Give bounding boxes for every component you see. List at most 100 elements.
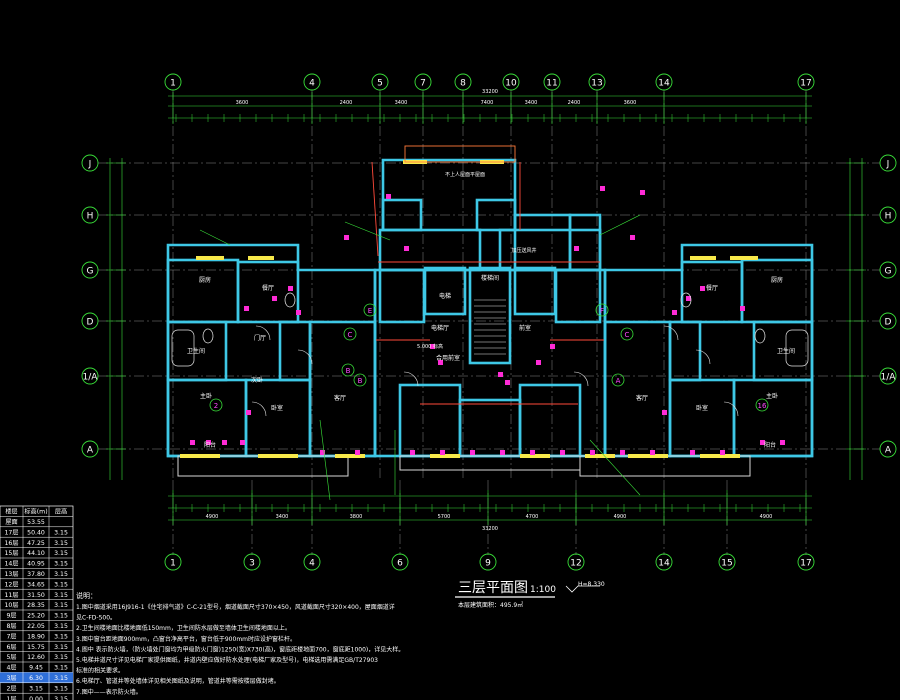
red-line [371, 161, 379, 257]
axis-bubble [797, 553, 815, 571]
bathtub [171, 329, 195, 367]
room-label: 客厅 [636, 394, 648, 402]
table-cell: 53.55 [27, 519, 45, 526]
dim-segment-top: 2400 [340, 100, 353, 106]
axis-label: 1 [170, 559, 176, 569]
fixture [574, 246, 579, 251]
unit-marker [363, 303, 377, 317]
note-line: 6.电梯厅、管道井等处墙体详见相关图纸及说明，管道井等需按楼层做封堵。 [76, 677, 280, 685]
axis-label: 8 [460, 79, 466, 89]
fixture [240, 440, 245, 445]
table-cell: 11层 [4, 592, 18, 599]
dim-segment-top: 2400 [568, 100, 581, 106]
window [628, 454, 668, 458]
right-kitchen [740, 258, 814, 324]
room-label: 合用前室 [436, 354, 460, 362]
axis-bubble [243, 553, 261, 571]
axis-label: 3 [249, 559, 255, 569]
table-cell: 3.15 [54, 685, 68, 692]
note-line: 7.图中——表示防火墙。 [76, 688, 142, 696]
table-cell: 3.15 [54, 550, 68, 557]
fixture [720, 450, 725, 455]
axis-label: 15 [721, 559, 732, 569]
table-cell: 12.60 [27, 654, 45, 661]
fixture [700, 286, 705, 291]
right-balcony [579, 455, 751, 477]
room-label: 电梯厅 [431, 324, 449, 332]
axis-label: H [885, 212, 892, 222]
dim-segment-bottom: 4900 [614, 514, 627, 520]
axis-label: 1/A [83, 373, 99, 383]
axis-bubble [879, 261, 897, 279]
axis-label: 4 [309, 79, 315, 89]
table-cell: 3.15 [29, 685, 43, 692]
leader-line [344, 221, 391, 241]
fixture [498, 372, 503, 377]
axis-bubble [655, 73, 673, 91]
axis-label: 9 [485, 559, 491, 569]
table-cell: 层高 [55, 508, 67, 516]
axis-label: 1/A [881, 373, 897, 383]
leader-line [589, 439, 641, 496]
unit-marker-label: C [348, 331, 353, 339]
axis-bubble [454, 73, 472, 91]
north-wing [381, 158, 517, 230]
table-cell: 8层 [6, 623, 16, 630]
leader-line [319, 419, 331, 501]
axis-label: D [87, 318, 94, 328]
window [258, 454, 298, 458]
window [520, 454, 550, 458]
door-swing [255, 325, 271, 341]
fixture [386, 194, 391, 199]
table-cell: 3.15 [54, 654, 68, 661]
axis-label: A [885, 446, 892, 456]
elevator-label: 电梯 [439, 292, 451, 300]
unit-marker [755, 398, 769, 412]
room-label: 卧室 [696, 404, 708, 412]
left-living [308, 320, 377, 458]
table-cell: 25.20 [27, 613, 45, 620]
room-label: 餐厅 [706, 284, 718, 292]
core-room-right [554, 268, 602, 324]
fixture [430, 344, 435, 349]
dim-segment-bottom: 3800 [350, 514, 363, 520]
fixture [320, 450, 325, 455]
table-cell: 34.65 [27, 581, 45, 588]
axis-label: G [885, 267, 892, 277]
window [248, 256, 274, 260]
left-dining [236, 260, 300, 324]
table-cell: 0.00 [29, 696, 43, 700]
toilet [202, 328, 214, 344]
table-cell: 3.15 [54, 696, 68, 700]
fixture [404, 246, 409, 251]
axis-bubble [879, 367, 897, 385]
dim-segment-bottom: 4900 [206, 514, 219, 520]
leader-line [599, 214, 641, 236]
axis-bubble [303, 553, 321, 571]
unit-marker-label: C [625, 331, 630, 339]
window [730, 256, 758, 260]
dim-segment-bottom: 4900 [760, 514, 773, 520]
fixture [686, 296, 691, 301]
right-dining [680, 260, 744, 324]
axis-bubble [303, 73, 321, 91]
fixture [470, 450, 475, 455]
fixture [272, 296, 277, 301]
room-label: 卫生间 [777, 347, 795, 355]
elevation-symbol [565, 585, 600, 593]
table-cell: 7层 [6, 633, 16, 640]
table-cell: 屋面 [5, 519, 17, 526]
axis-label: 17 [800, 79, 811, 89]
elevator-right [513, 266, 557, 316]
table-cell: 10层 [4, 602, 18, 609]
table-cell: 22.05 [27, 623, 45, 630]
unit-marker-label: B [358, 377, 363, 385]
right-bath2 [668, 320, 702, 382]
left-kitchen [166, 258, 240, 324]
axis-bubble [164, 73, 182, 91]
stair-elevation: 5.000 标高 [417, 343, 443, 350]
room-label: 楼梯间 [481, 274, 499, 282]
room-label: 厨房 [771, 276, 783, 284]
room-label: 厨房 [199, 276, 211, 284]
fixture [222, 440, 227, 445]
